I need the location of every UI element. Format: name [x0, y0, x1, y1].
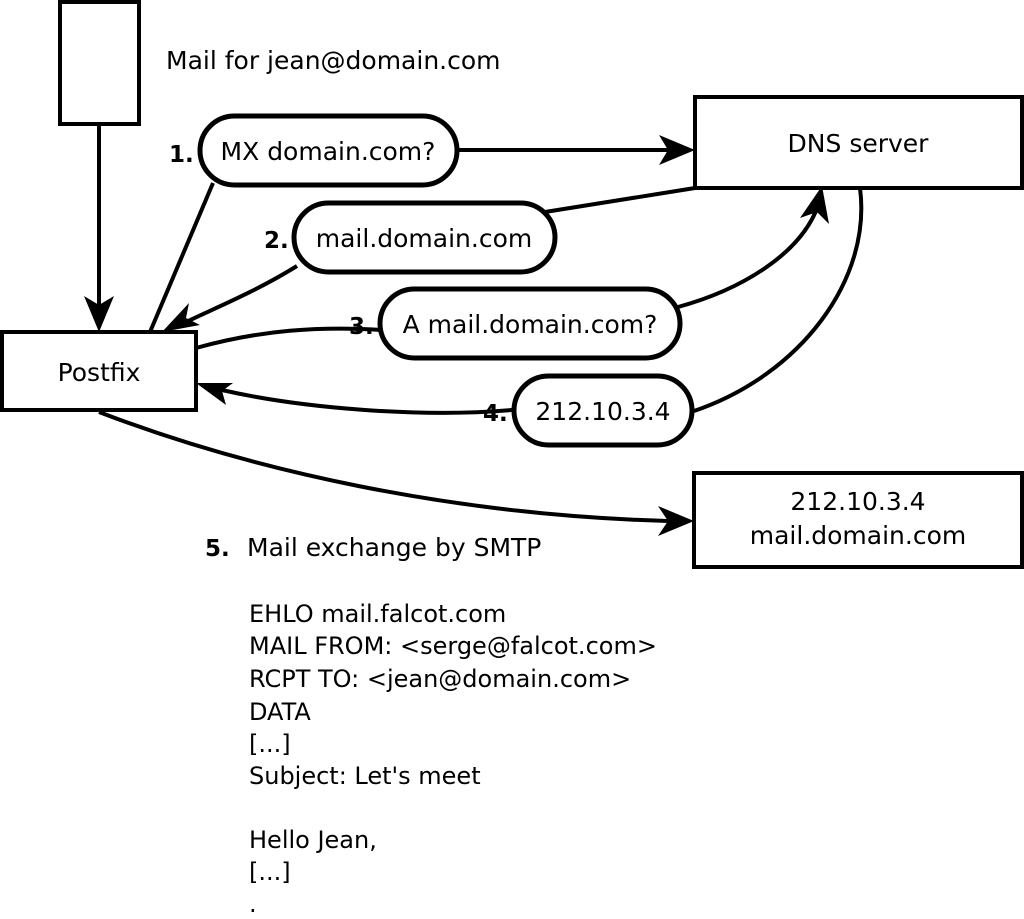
step-3-label: A mail.domain.com?	[403, 310, 658, 339]
step-2-number: 2.	[264, 228, 289, 254]
smtp-line-4: DATA	[249, 698, 311, 726]
step-1-label: MX domain.com?	[221, 137, 436, 166]
dns-server-label: DNS server	[788, 129, 930, 158]
step-2-label: mail.domain.com	[316, 224, 532, 253]
postfix-node: Postfix	[0, 330, 198, 412]
destination-node: 212.10.3.4 mail.domain.com	[692, 471, 1024, 569]
step-2-bubble: mail.domain.com	[291, 200, 558, 275]
step-4-bubble: 212.10.3.4	[511, 373, 695, 448]
edge-dns-to-step4	[693, 187, 864, 413]
edge-step3-to-dns	[677, 186, 829, 309]
smtp-transcript: EHLO mail.falcot.com MAIL FROM: <serge@f…	[249, 600, 657, 918]
edge-postfix-to-step1	[148, 182, 215, 333]
edge-postfix-to-step3	[195, 326, 383, 350]
sender-box	[58, 0, 141, 126]
mail-for-caption: Mail for jean@domain.com	[166, 46, 501, 75]
step-3-bubble: A mail.domain.com?	[377, 286, 683, 361]
dns-server-node: DNS server	[693, 95, 1024, 190]
edge-step1-to-dns	[458, 135, 695, 165]
destination-ip: 212.10.3.4	[790, 487, 925, 516]
step-3-number: 3.	[349, 314, 374, 340]
step-5-label: Mail exchange by SMTP	[247, 533, 541, 562]
smtp-line-3: RCPT TO: <jean@domain.com>	[249, 665, 631, 693]
destination-host: mail.domain.com	[750, 521, 966, 550]
edge-dns-to-step2	[544, 186, 696, 214]
smtp-line-6: Subject: Let's meet	[249, 762, 481, 790]
postfix-label: Postfix	[58, 358, 141, 387]
step-4-label: 212.10.3.4	[535, 397, 670, 426]
edge-sender-to-postfix	[84, 124, 114, 332]
step-4-number: 4.	[483, 401, 508, 427]
smtp-line-10: .	[249, 890, 257, 918]
step-1-bubble: MX domain.com?	[197, 113, 460, 188]
edge-step2-to-postfix	[162, 264, 299, 332]
smtp-line-2: MAIL FROM: <serge@falcot.com>	[249, 632, 657, 660]
edge-postfix-to-destination	[98, 410, 694, 536]
smtp-line-1: EHLO mail.falcot.com	[249, 600, 506, 628]
smtp-line-9: [...]	[249, 858, 291, 886]
smtp-line-5: [...]	[249, 730, 291, 758]
step-1-number: 1.	[169, 142, 194, 168]
smtp-line-8: Hello Jean,	[249, 826, 377, 854]
edge-step4-to-postfix	[196, 383, 513, 415]
step-5-number: 5.	[205, 536, 230, 562]
